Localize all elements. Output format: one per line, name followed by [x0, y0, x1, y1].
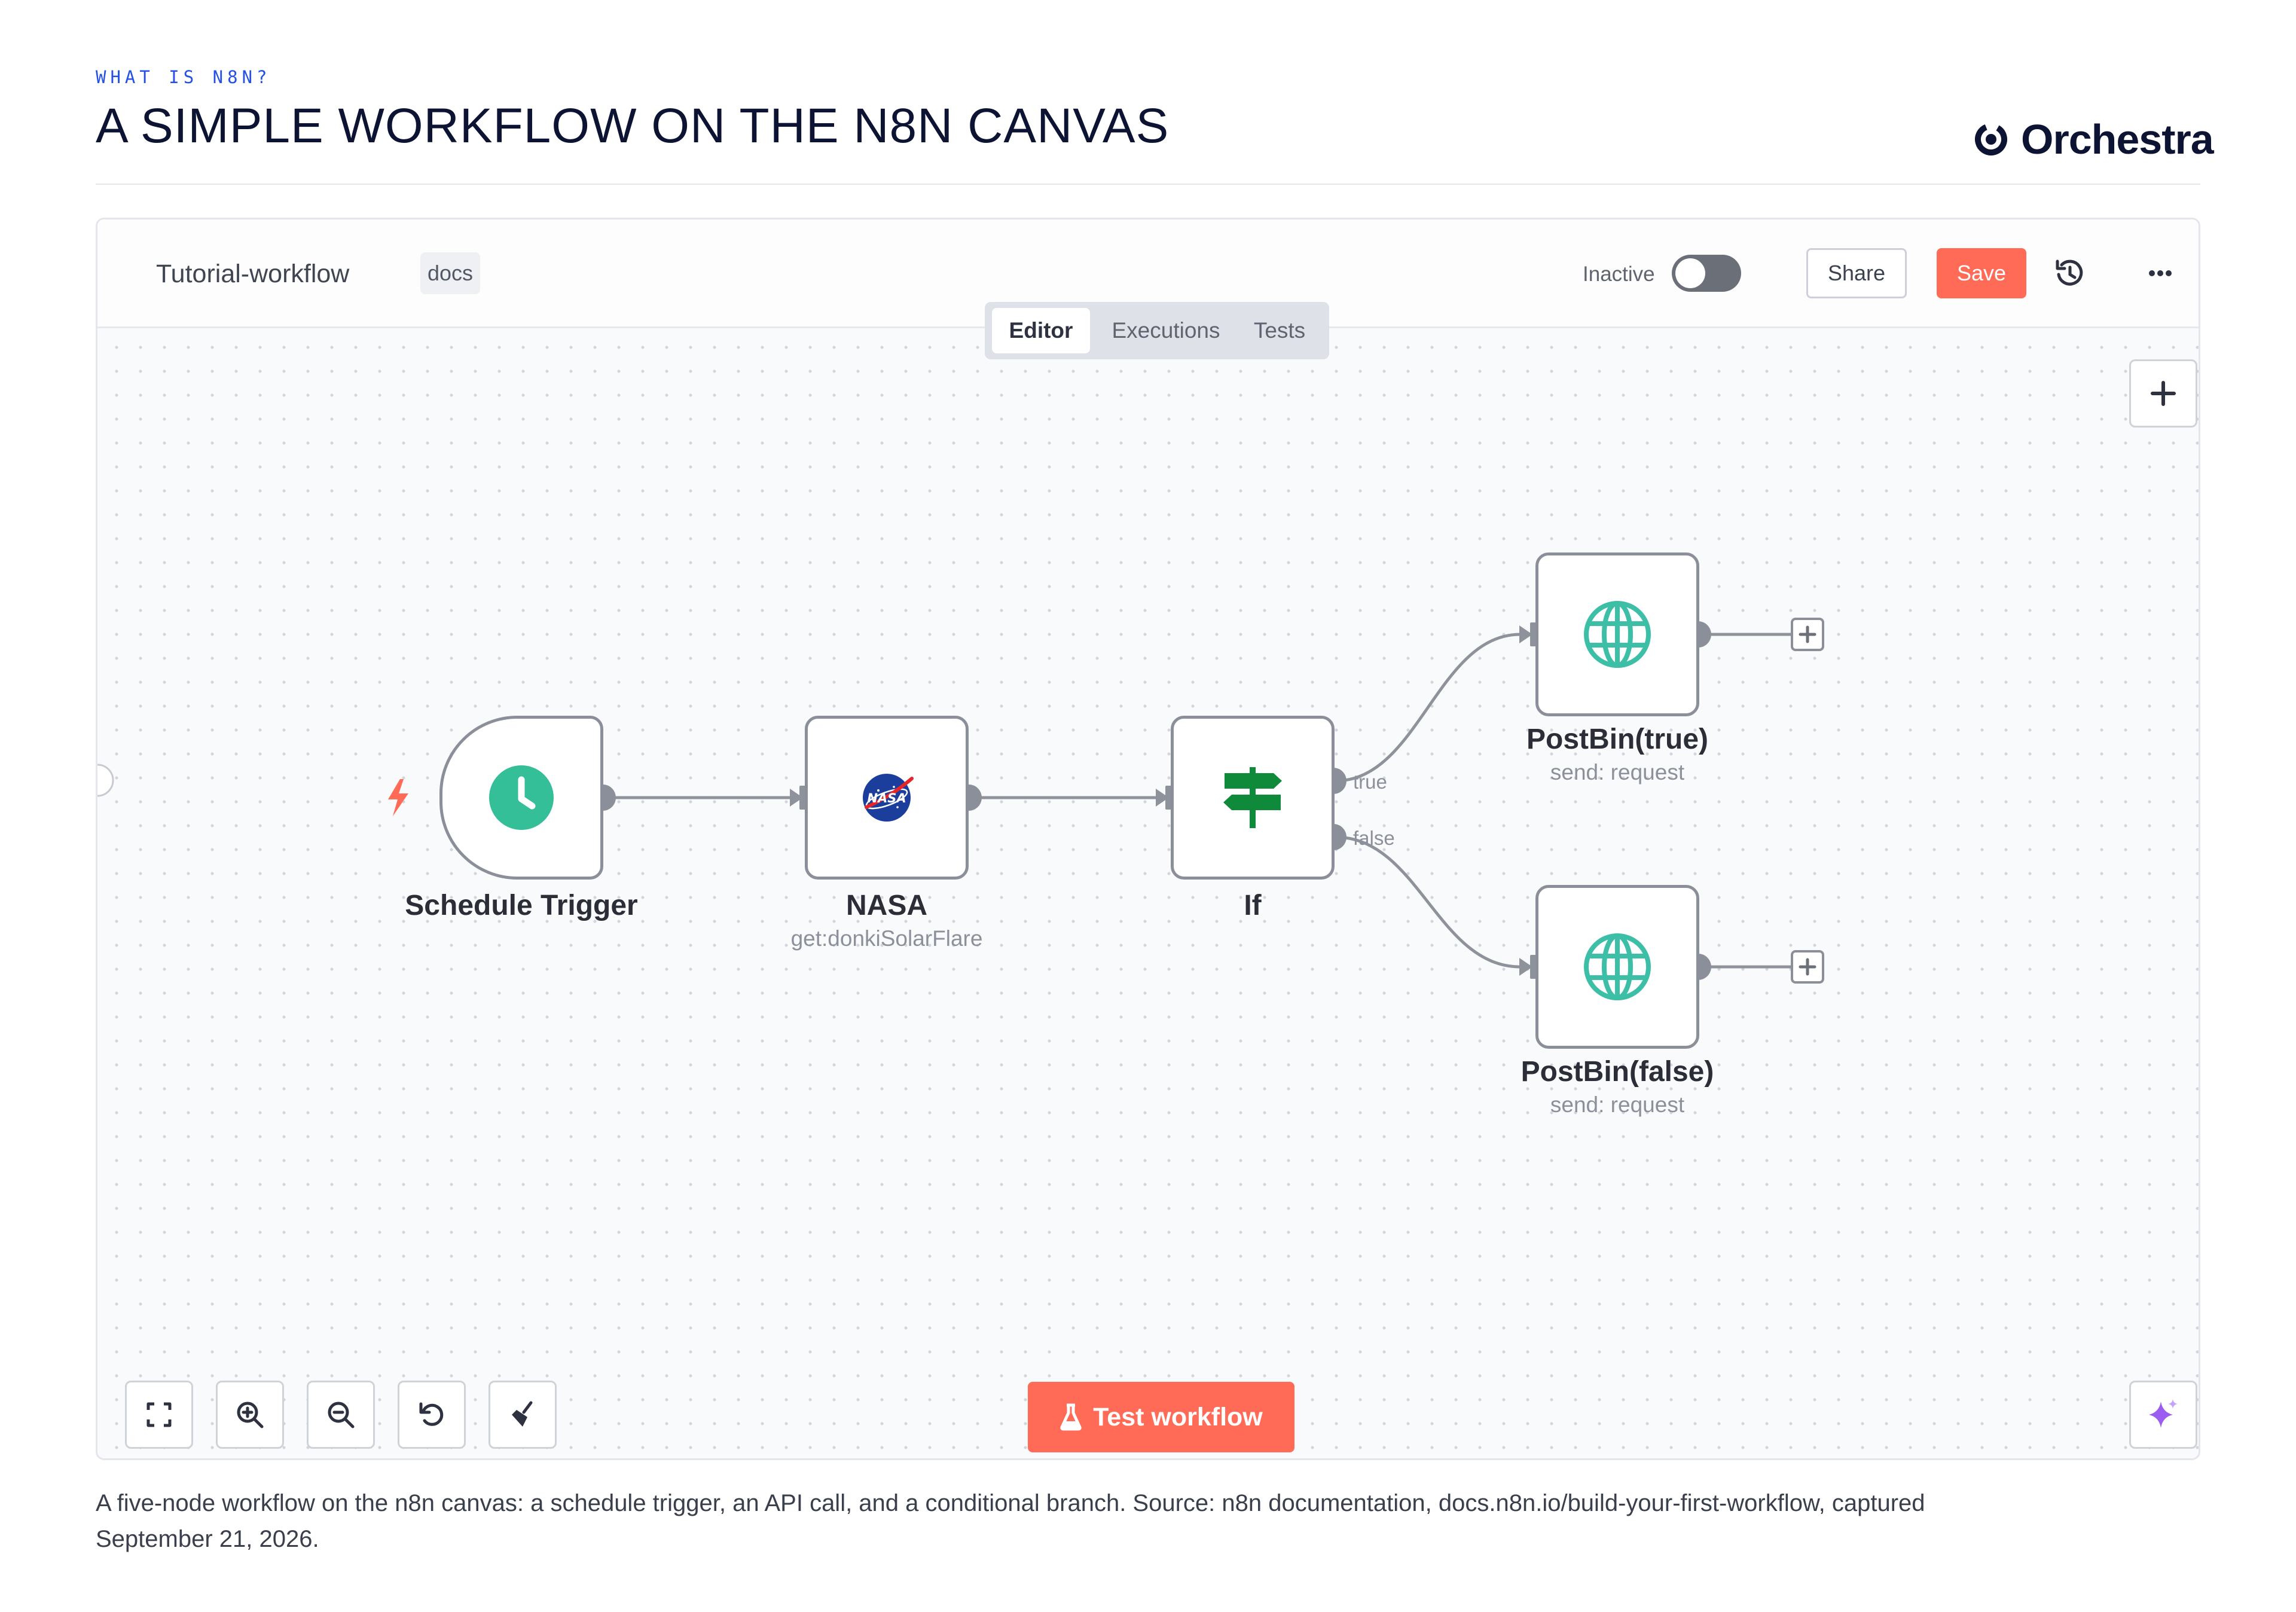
nasa-icon: NASA	[863, 774, 914, 822]
share-button[interactable]: Share	[1806, 248, 1907, 298]
active-toggle[interactable]	[1672, 255, 1741, 292]
zoom-in-icon	[237, 1402, 264, 1428]
connection-if-false	[1335, 835, 1521, 969]
plus-icon	[2151, 381, 2176, 406]
figure-caption: A five-node workflow on the n8n canvas: …	[96, 1490, 1925, 1552]
tab-executions[interactable]: Executions	[1112, 318, 1220, 343]
history-icon[interactable]	[2051, 255, 2087, 291]
reset-zoom-button[interactable]	[398, 1381, 466, 1449]
tab-editor[interactable]: Editor	[992, 308, 1090, 353]
zoom-out-button[interactable]	[307, 1381, 375, 1449]
test-workflow-label: Test workflow	[1093, 1402, 1263, 1431]
active-status-label: Inactive	[1583, 262, 1655, 286]
test-workflow-button[interactable]: Test workflow	[1028, 1382, 1294, 1452]
workflow-name[interactable]: Tutorial-workflow	[156, 259, 350, 288]
node-label-nasa: NASA	[845, 890, 928, 921]
node-if[interactable]	[1171, 716, 1335, 880]
output-label-true: true	[1353, 771, 1387, 793]
page-title: A SIMPLE WORKFLOW ON THE N8N CANVAS	[96, 99, 1170, 153]
sparkle-icon	[2149, 1399, 2178, 1428]
ai-assistant-button[interactable]	[2129, 1381, 2197, 1449]
connection-if-true	[1335, 633, 1521, 783]
node-postbin-false[interactable]	[1535, 885, 1699, 1049]
workflow-canvas[interactable]: Schedule Trigger NASA NASA get:donkiSola…	[97, 328, 2199, 1458]
zoom-in-button[interactable]	[216, 1381, 284, 1449]
undo-icon	[419, 1402, 444, 1426]
node-schedule-trigger[interactable]	[439, 716, 603, 880]
flask-icon	[1060, 1403, 1082, 1431]
view-tabs: Editor Executions Tests	[985, 302, 1329, 359]
broom-icon	[512, 1401, 533, 1427]
toggle-knob	[1675, 258, 1705, 288]
node-nasa[interactable]: NASA	[805, 716, 969, 880]
kicker: WHAT IS N8N?	[96, 67, 271, 87]
node-subtitle-nasa: get:donkiSolarFlare	[790, 926, 983, 951]
node-label-postbin-false: PostBin(false)	[1521, 1056, 1714, 1088]
node-label-postbin-true: PostBin(true)	[1526, 723, 1708, 755]
output-label-false: false	[1353, 827, 1395, 849]
clock-icon	[489, 765, 554, 830]
node-label-schedule-trigger: Schedule Trigger	[405, 890, 638, 921]
canvas-collapse-handle	[97, 764, 114, 797]
zoom-out-icon	[328, 1402, 355, 1428]
save-button[interactable]: Save	[1937, 248, 2026, 298]
n8n-editor-window: Schedule Trigger NASA NASA get:donkiSola…	[96, 218, 2200, 1460]
header-divider	[96, 184, 2200, 185]
svg-text:NASA: NASA	[867, 791, 906, 805]
globe-icon	[1584, 933, 1651, 1000]
add-node-button[interactable]	[2129, 359, 2197, 428]
arrow-false-input	[1519, 958, 1532, 976]
arrow-true-input	[1519, 625, 1532, 643]
node-subtitle-postbin-true: send: request	[1550, 760, 1685, 784]
orchestra-logo-icon	[1975, 123, 2007, 156]
brand-name: Orchestra	[2021, 116, 2214, 163]
fit-view-icon	[146, 1402, 172, 1427]
brand-logo: Orchestra	[1972, 114, 2214, 165]
node-subtitle-postbin-false: send: request	[1550, 1092, 1685, 1117]
more-options-icon[interactable]	[2142, 255, 2178, 291]
tab-tests[interactable]: Tests	[1253, 318, 1306, 343]
node-label-if: If	[1244, 890, 1262, 921]
workflow-tag[interactable]: docs	[420, 252, 481, 294]
signpost-icon	[1223, 767, 1282, 828]
arrow-if-input	[1156, 789, 1169, 807]
trigger-bolt-icon	[388, 779, 408, 816]
globe-icon	[1584, 601, 1651, 668]
node-postbin-true[interactable]	[1535, 552, 1699, 716]
arrow-nasa-input	[790, 789, 803, 807]
tidy-up-button[interactable]	[488, 1381, 557, 1449]
zoom-to-fit-button[interactable]	[125, 1381, 193, 1449]
